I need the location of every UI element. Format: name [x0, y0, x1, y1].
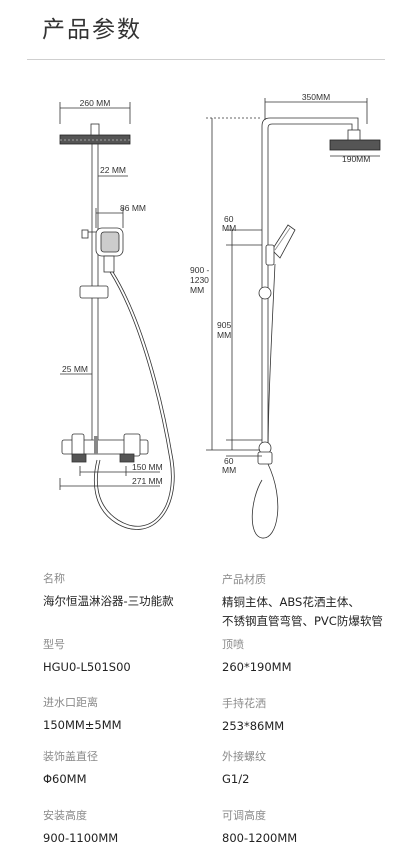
- dim-hand-width: 86 MM: [120, 203, 146, 213]
- spec-label: 手持花洒: [222, 697, 266, 710]
- spec-model: 型号 HGU0-L501S00: [43, 636, 218, 677]
- spec-label: 外接螺纹: [222, 750, 266, 763]
- title-divider: [27, 59, 385, 60]
- spec-label: 可调高度: [222, 809, 266, 822]
- spec-adjust-height: 可调高度 800-1200MM: [222, 807, 397, 848]
- spec-inlet: 进水口距离 150MM±5MM: [43, 694, 218, 735]
- spec-label: 安装高度: [43, 809, 87, 822]
- spec-value: 260*190MM: [222, 660, 292, 674]
- dim-bottom-gap-unit: MM: [222, 465, 236, 475]
- spec-value: 150MM±5MM: [43, 718, 122, 732]
- dim-height-2: 1230: [190, 275, 209, 285]
- spec-thread: 外接螺纹 G1/2: [222, 748, 397, 789]
- spec-value: 900-1100MM: [43, 831, 119, 845]
- product-diagram: 260 MM 22 MM 86 MM 25 MM 150 MM 271 MM 3…: [59, 92, 381, 539]
- spec-value: 800-1200MM: [222, 831, 298, 845]
- spec-value: HGU0-L501S00: [43, 660, 131, 674]
- side-riser-outer: [261, 117, 359, 460]
- dim-adjust: 905: [217, 320, 231, 330]
- top-shower-head: [59, 134, 131, 145]
- spec-label: 型号: [43, 638, 65, 651]
- dim-arm-reach: 350MM: [302, 92, 330, 102]
- dim-pipe-dia: 25 MM: [62, 364, 88, 374]
- dim-adjust-unit: MM: [217, 330, 231, 340]
- side-hand-shower: [271, 224, 296, 259]
- dim-arm-length: 22 MM: [100, 165, 126, 175]
- dim-top-gap-unit: MM: [222, 223, 236, 233]
- dim-height-unit: MM: [190, 285, 204, 295]
- spec-cover: 装饰盖直径 Φ60MM: [43, 748, 218, 789]
- spec-material: 产品材质 精铜主体、ABS花洒主体、 不锈钢直管弯管、PVC防爆软管: [222, 571, 412, 631]
- spec-value: 精铜主体、ABS花洒主体、: [222, 595, 360, 609]
- dim-head-depth: 190MM: [342, 154, 370, 164]
- dim-bottom-gap: 60: [224, 456, 234, 466]
- spec-value: 海尔恒温淋浴器-三功能款: [43, 594, 174, 608]
- dim-top-gap: 60: [224, 214, 234, 224]
- spec-top-spray: 顶喷 260*190MM: [222, 636, 397, 677]
- spec-label: 名称: [43, 572, 65, 585]
- spec-hand-shower: 手持花洒 253*86MM: [222, 695, 397, 736]
- spec-label: 进水口距离: [43, 696, 98, 709]
- spec-label: 顶喷: [222, 638, 244, 651]
- spec-label: 装饰盖直径: [43, 750, 98, 763]
- dim-height-1: 900 -: [190, 265, 210, 275]
- spec-value: Φ60MM: [43, 772, 87, 786]
- spec-value: 不锈钢直管弯管、PVC防爆软管: [222, 614, 383, 628]
- page-title: 产品参数: [42, 17, 142, 43]
- spec-value: G1/2: [222, 772, 250, 786]
- spec-install-height: 安装高度 900-1100MM: [43, 807, 218, 848]
- spec-label: 产品材质: [222, 573, 266, 586]
- hose: [96, 271, 172, 527]
- dim-inlet-distance: 150 MM: [132, 462, 163, 472]
- spec-value: 253*86MM: [222, 719, 285, 733]
- dim-head-width: 260 MM: [80, 98, 111, 108]
- dim-total-width: 271 MM: [132, 476, 163, 486]
- spec-name: 名称 海尔恒温淋浴器-三功能款: [43, 570, 218, 611]
- side-shower-head: [329, 139, 381, 151]
- slider-bracket: [79, 285, 109, 299]
- side-riser-inner: [267, 123, 353, 460]
